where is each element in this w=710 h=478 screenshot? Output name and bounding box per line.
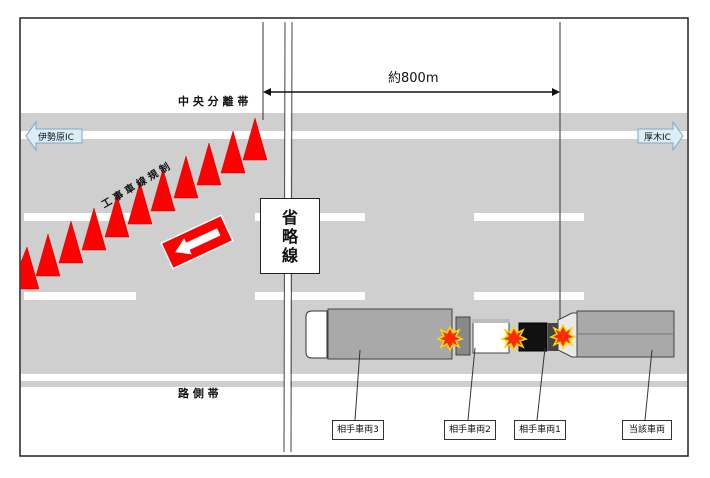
omission-char: 省: [281, 207, 298, 227]
right-ic-label: 厚木IC: [644, 133, 671, 143]
shoulder-line: [21, 374, 687, 381]
lane-dash: [474, 292, 584, 300]
callout-line-v2: [467, 347, 476, 421]
traffic-cone: [81, 207, 107, 251]
callout-line-v1: [536, 347, 546, 421]
roadside-label: 路 側 帯: [178, 387, 219, 400]
own-vehicle-label: 当該車両: [622, 420, 672, 440]
vehicle-1-label: 相手車両1: [514, 420, 566, 440]
omission-char: 線: [281, 245, 298, 265]
omission-box: 省 略 線: [260, 198, 320, 274]
lane-dash: [24, 292, 136, 300]
left-ic-label: 伊勢原IC: [38, 133, 74, 143]
impact-burst: [436, 325, 464, 352]
traffic-cone: [58, 220, 84, 264]
left-ic-arrow: [25, 120, 83, 152]
distance-arrow-head-right: [552, 88, 560, 96]
traffic-cone: [127, 181, 153, 225]
lane-dash: [255, 292, 365, 300]
vehicle-callouts: [354, 347, 653, 421]
distance-arrow-head-left: [263, 88, 271, 96]
traffic-cone: [150, 168, 176, 212]
vehicle-3-label: 相手車両3: [332, 420, 384, 440]
own-vehicle: [557, 310, 675, 358]
vehicle-3: [305, 308, 453, 360]
lane-shift-sign: [160, 214, 234, 270]
traffic-cone: [242, 117, 268, 161]
impact-burst: [549, 323, 577, 350]
traffic-cone: [173, 155, 199, 199]
lane-dash: [474, 213, 584, 221]
omission-char: 略: [281, 226, 298, 246]
impact-burst: [500, 325, 528, 352]
traffic-cones: [20, 117, 268, 290]
median-edge: [21, 109, 687, 113]
impact-bursts: [436, 323, 577, 352]
lane-dash: [24, 213, 136, 221]
traffic-cone: [220, 130, 246, 174]
callout-line-v3: [354, 349, 361, 421]
callout-line-own: [644, 349, 653, 421]
right-ic-arrow: [637, 120, 684, 152]
vehicle-2-label: 相手車両2: [444, 420, 496, 440]
vehicle-2: [455, 316, 510, 356]
traffic-cone: [35, 233, 61, 277]
median-label: 中 央 分 離 帯: [178, 95, 249, 108]
traffic-cone: [104, 194, 130, 238]
left-arrow-icon: [175, 228, 221, 255]
lane-line-top: [21, 131, 687, 139]
traffic-cone: [20, 246, 40, 290]
distance-label: 約800m: [388, 71, 439, 86]
traffic-cone: [196, 142, 222, 186]
